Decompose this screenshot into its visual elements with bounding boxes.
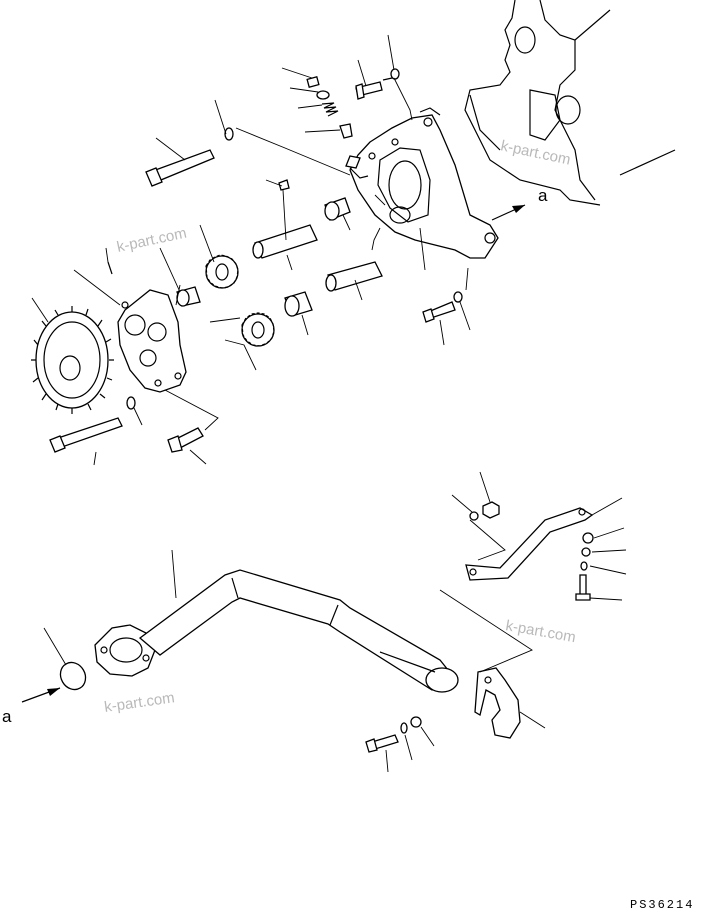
watermark: k-part.com <box>115 225 188 256</box>
ref-label-a-top: a <box>538 186 548 205</box>
gear-bolt <box>49 396 136 453</box>
clamp-bolt <box>365 716 422 753</box>
gasket <box>59 661 87 691</box>
pump-mount-bolt <box>422 291 463 323</box>
shafts-and-bushings <box>107 179 383 317</box>
arrow-a-bottom: a <box>2 687 61 726</box>
engine-block <box>464 0 676 206</box>
long-bolt-top <box>145 127 234 187</box>
watermark: k-part.com <box>499 137 572 168</box>
relief-valve-parts <box>306 76 361 169</box>
pump-gear-lower <box>241 312 275 347</box>
leader-lines-lower <box>43 471 627 773</box>
cover-bolt <box>167 427 204 453</box>
drawing-code: PS36214 <box>630 898 694 912</box>
pipe-bracket <box>465 507 594 581</box>
pump-cover-plate <box>117 289 187 393</box>
bracket-hardware-right <box>575 532 594 601</box>
watermark: k-part.com <box>103 689 176 716</box>
pipe-clamp <box>474 667 521 739</box>
drive-gear <box>31 306 114 414</box>
watermark: k-part.com <box>504 617 577 646</box>
pump-gear-upper <box>205 254 239 289</box>
leader-lines-upper <box>31 34 471 466</box>
ref-label-a-bottom: a <box>2 707 12 726</box>
suction-pipe <box>94 569 459 693</box>
bracket-nut <box>469 501 500 521</box>
oil-pump-body <box>349 107 499 259</box>
arrow-a-top: a <box>491 186 548 221</box>
